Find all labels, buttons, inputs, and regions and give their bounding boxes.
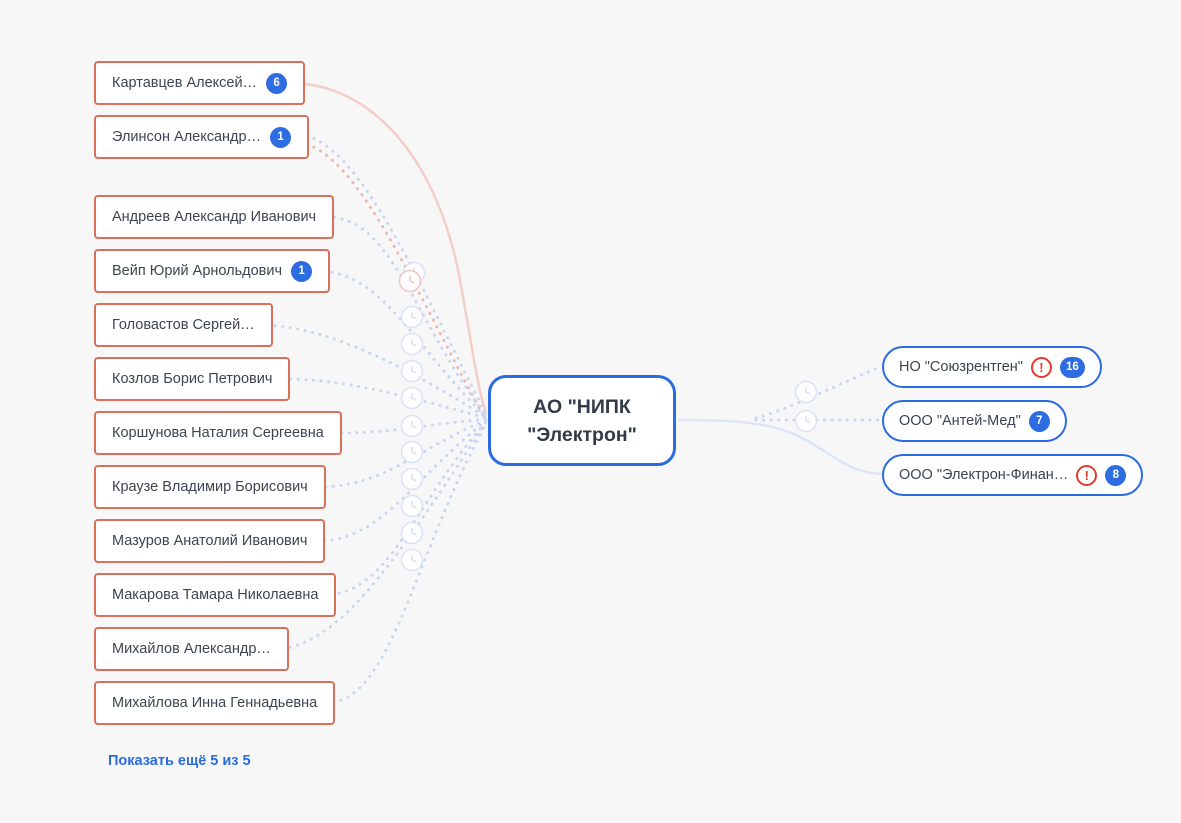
connector-line-solid: [677, 418, 883, 476]
connector-line-dotted: [315, 419, 488, 543]
relation-count-badge: 1: [291, 260, 313, 282]
person-node[interactable]: Вейп Юрий Арнольдович 1: [94, 249, 331, 293]
person-node[interactable]: Андреев Александр Иванович: [94, 195, 335, 239]
person-node-label: Вейп Юрий Арнольдович: [112, 263, 283, 279]
person-node-label: Мазуров Анатолий Иванович: [112, 533, 308, 549]
company-node-label: НО "Союзрентген": [899, 359, 1023, 375]
person-node-label: Картавцев Алексей…: [112, 75, 258, 91]
relation-count-badge: 8: [1105, 464, 1127, 486]
connector-line-dotted: [754, 364, 884, 420]
person-node-label: Коршунова Наталия Сергеевна: [112, 425, 324, 441]
show-more-link[interactable]: Показать ещё 5 из 5: [108, 753, 251, 769]
clock-icon: [400, 332, 424, 356]
clock-icon: [400, 548, 424, 572]
clock-icon: [794, 380, 818, 404]
connector-line-dotted: [258, 323, 488, 419]
person-node-label: Краузе Владимир Борисович: [112, 479, 308, 495]
person-node[interactable]: Элинсон Александр… 1: [94, 115, 310, 159]
company-node-label: ООО "Электрон-Финан…: [899, 467, 1069, 483]
root-company-node[interactable]: АО "НИПК "Электрон": [488, 375, 676, 466]
clock-icon: [400, 521, 424, 545]
person-node[interactable]: Макарова Тамара Николаевна: [94, 573, 337, 617]
person-node-label: Макарова Тамара Николаевна: [112, 587, 319, 603]
connector-line-dotted: [315, 269, 488, 419]
clock-icon: [794, 409, 818, 433]
relation-count-badge: 6: [266, 72, 288, 94]
clock-icon: [400, 359, 424, 383]
root-company-label-line1: АО "НИПК: [533, 395, 631, 418]
root-company-label-line2: "Электрон": [527, 423, 637, 446]
person-node[interactable]: Михайлова Инна Геннадьевна: [94, 681, 336, 725]
person-node-label: Элинсон Александр…: [112, 129, 262, 145]
connector-line-dotted: [273, 421, 488, 651]
connector-line-dotted: [316, 418, 488, 489]
person-node-label: Михайлов Александр…: [112, 641, 271, 657]
person-node-label: Головастов Сергей…: [112, 317, 255, 333]
relation-count-badge: 1: [270, 126, 292, 148]
person-node-label: Михайлова Инна Геннадьевна: [112, 695, 318, 711]
company-node[interactable]: ООО "Электрон-Финан… ! 8: [882, 454, 1144, 496]
clock-icon: [400, 386, 424, 410]
connector-line-dotted: [322, 420, 488, 597]
clock-icon: [398, 269, 422, 293]
connector-line-dotted: [325, 215, 488, 418]
person-node[interactable]: Картавцев Алексей… 6: [94, 61, 306, 105]
person-node[interactable]: Краузе Владимир Борисович: [94, 465, 326, 509]
person-node[interactable]: Козлов Борис Петрович: [94, 357, 291, 401]
clock-icon: [400, 494, 424, 518]
person-node-label: Козлов Борис Петрович: [112, 371, 273, 387]
company-node[interactable]: ООО "Антей-Мед" 7: [882, 400, 1067, 442]
connector-line-dotted: [290, 131, 488, 416]
clock-icon: [400, 414, 424, 438]
person-node[interactable]: Коршунова Наталия Сергеевна: [94, 411, 342, 455]
company-node[interactable]: НО "Союзрентген" ! 16: [882, 346, 1102, 388]
connector-line-dotted: [281, 377, 488, 420]
clock-icon: [400, 305, 424, 329]
clock-icon: [400, 440, 424, 464]
person-node[interactable]: Головастов Сергей…: [94, 303, 273, 347]
person-node[interactable]: Мазуров Анатолий Иванович: [94, 519, 326, 563]
exclamation-warning-icon: !: [1030, 356, 1052, 378]
person-node[interactable]: Михайлов Александр…: [94, 627, 289, 671]
person-node-label: Андреев Александр Иванович: [112, 209, 317, 225]
clock-icon: [400, 467, 424, 491]
relation-count-badge: 7: [1028, 410, 1050, 432]
company-node-label: ООО "Антей-Мед": [899, 413, 1021, 429]
exclamation-warning-icon: !: [1076, 464, 1098, 486]
connector-line-dotted: [332, 417, 488, 435]
connector-line-solid: [289, 81, 488, 413]
relation-count-badge: 16: [1059, 356, 1085, 378]
